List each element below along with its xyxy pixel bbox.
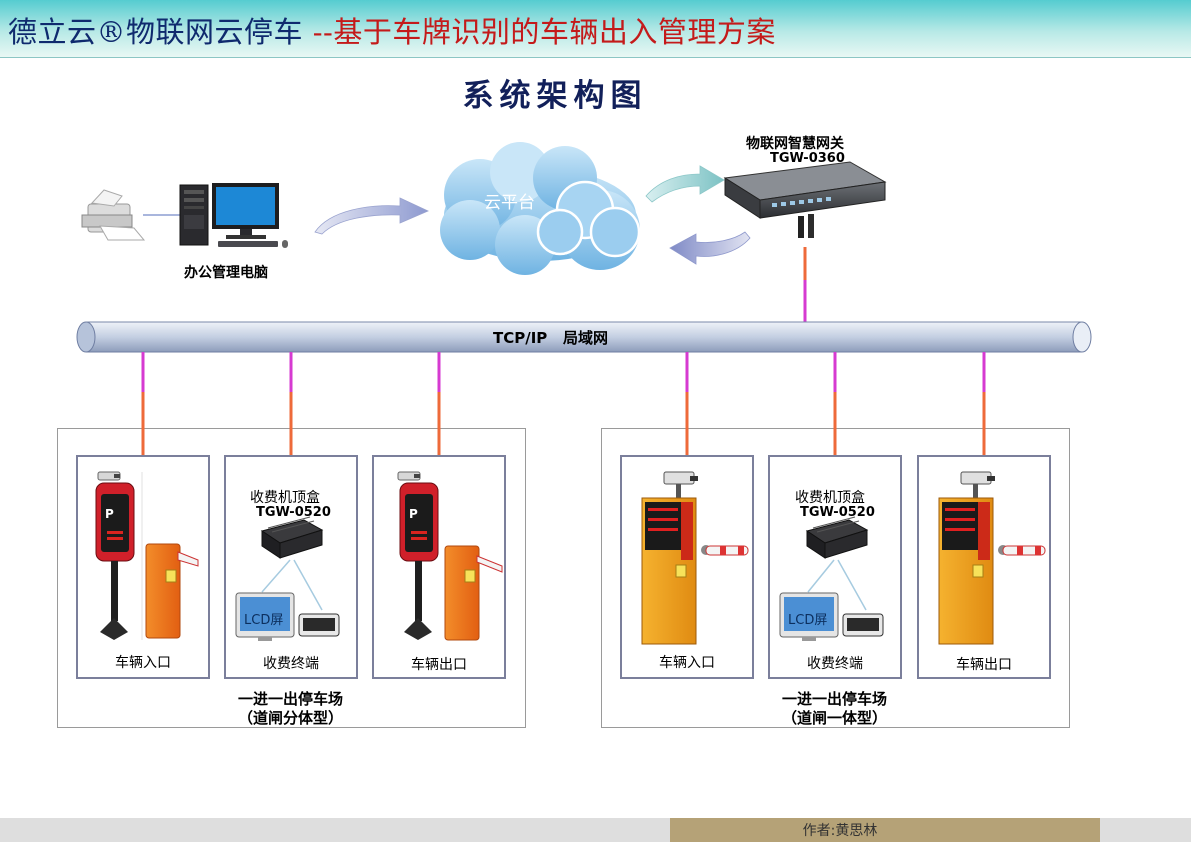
right-exit-label: 车辆出口	[956, 657, 1012, 673]
header-title-brand: 德立云®物联网云停车	[8, 15, 304, 49]
network-bus	[76, 321, 1092, 353]
left-entry-barrier-gate-icon	[145, 543, 199, 639]
computer-monitor-icon	[212, 183, 288, 248]
left-group-caption-line1: 一进一出停车场	[237, 690, 343, 708]
right-group-caption-line2: （道闸一体型）	[781, 709, 887, 727]
right-group-caption-line1: 一进一出停车场	[781, 690, 887, 708]
network-bus-label: TCP/IP 局域网	[493, 329, 608, 347]
arrow-gateway-to-cloud	[669, 231, 751, 265]
right-box-model: TGW-0520	[800, 505, 875, 520]
cloud-icon	[440, 142, 641, 275]
cloud-platform-label: 云平台	[484, 193, 535, 213]
left-box-to-keyboard-cable	[293, 559, 323, 611]
arrow-pc-to-cloud	[314, 197, 429, 235]
arrow-cloud-to-gateway	[645, 165, 725, 203]
right-lcd-label: LCD屏	[788, 613, 828, 628]
left-set-top-box-icon	[260, 516, 324, 559]
header-bar	[0, 0, 1191, 58]
right-terminal-label: 收费终端	[807, 656, 863, 672]
left-group-caption-line2: （道闸分体型）	[237, 709, 343, 727]
left-exit-panel	[372, 455, 506, 679]
computer-tower-icon	[179, 184, 209, 246]
gateway-server-icon	[723, 161, 887, 238]
left-box-name: 收费机顶盒	[250, 490, 320, 506]
right-terminal-panel	[768, 455, 902, 679]
drop-links	[141, 352, 986, 455]
printer-icon	[81, 189, 146, 241]
author-bar	[670, 818, 1100, 842]
left-terminal-panel	[224, 455, 358, 679]
right-box-to-keyboard-cable	[837, 559, 867, 611]
left-entry-label: 车辆入口	[115, 655, 171, 671]
right-keyboard-icon	[842, 613, 884, 637]
left-lcd-monitor-icon	[235, 592, 295, 641]
office-pc-label: 办公管理电脑	[184, 265, 268, 281]
header-title-subject: 基于车牌识别的车辆出入管理方案	[333, 15, 776, 49]
left-exit-label: 车辆出口	[411, 657, 467, 673]
right-exit-integrated-gate-icon	[938, 471, 1046, 645]
header-title-separator: --	[312, 15, 334, 49]
left-box-model: TGW-0520	[256, 505, 331, 520]
author-label: 作者:黄思林	[802, 823, 878, 839]
left-terminal-label: 收费终端	[263, 656, 319, 672]
gateway-model: TGW-0360	[770, 151, 845, 166]
right-lcd-monitor-icon	[779, 592, 839, 641]
right-set-top-box-icon	[805, 516, 869, 559]
right-box-to-lcd-cable	[807, 559, 835, 593]
right-entry-integrated-gate-icon	[641, 471, 749, 645]
page-title: 系统架构图	[462, 78, 648, 114]
svg-text:P: P	[409, 507, 418, 521]
left-exit-barrier-gate-icon	[444, 545, 503, 641]
svg-text:P: P	[105, 507, 114, 521]
right-entry-label: 车辆入口	[659, 655, 715, 671]
header-title: 德立云®物联网云停车 --基于车牌识别的车辆出入管理方案	[8, 9, 776, 51]
left-entry-camera-pole-icon: P	[95, 471, 135, 640]
left-keyboard-icon	[298, 613, 340, 637]
gateway-name: 物联网智慧网关	[746, 136, 844, 152]
left-box-to-lcd-cable	[261, 559, 291, 593]
right-box-name: 收费机顶盒	[795, 490, 865, 506]
left-lcd-label: LCD屏	[244, 613, 284, 628]
left-exit-camera-pole-icon: P	[397, 471, 439, 640]
